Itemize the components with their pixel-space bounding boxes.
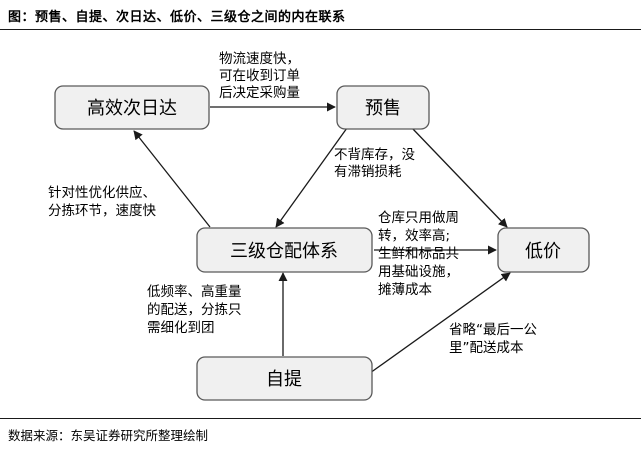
node-next-day-delivery: 高效次日达 <box>54 85 210 130</box>
node-three-tier-warehouse-label: 三级仓配体系 <box>230 241 338 262</box>
label-line: 仓库只用做周 <box>378 210 459 226</box>
label-low-frequency: 低频率、高重量 的配送，分拣只 需细化到团 <box>147 283 242 336</box>
node-next-day-delivery-label: 高效次日达 <box>87 98 177 119</box>
node-self-pickup: 自提 <box>196 356 373 401</box>
label-no-inventory: 不背库存，没 有滞销损耗 <box>334 147 415 180</box>
arrow-three-tier-to-next-day <box>133 130 211 228</box>
source-note: 数据来源：东吴证券研究所整理绘制 <box>8 428 209 443</box>
node-low-price: 低价 <box>497 227 590 273</box>
label-line: 不背库存，没 <box>334 147 415 163</box>
label-line: 的配送，分拣只 <box>147 302 242 318</box>
figure-title: 图：预售、自提、次日达、低价、三级仓之间的内在联系 <box>8 10 346 25</box>
node-presale: 预售 <box>336 85 430 130</box>
label-line: 转，效率高; <box>378 227 450 244</box>
arrow-self-pickup-to-low-price <box>369 272 511 374</box>
node-presale-label: 预售 <box>365 98 401 119</box>
bottom-rule <box>0 418 641 419</box>
node-low-price-label: 低价 <box>525 241 561 262</box>
top-rule <box>0 29 641 30</box>
label-line: 低频率、高重量 <box>147 283 242 300</box>
label-line: 里”配送成本 <box>449 340 524 356</box>
node-three-tier-warehouse: 三级仓配体系 <box>196 227 373 273</box>
label-logistics: 物流速度快， 可在收到订单 后决定采购量 <box>219 51 300 101</box>
label-line: 省略“最后一公 <box>449 322 537 338</box>
arrow-presale-to-three-tier <box>275 127 348 228</box>
label-line: 针对性优化供应、 <box>48 184 156 201</box>
label-line: 有滞销损耗 <box>334 164 402 180</box>
label-line: 后决定采购量 <box>219 85 300 101</box>
label-optimize: 针对性优化供应、 分拣环节，速度快 <box>48 184 156 219</box>
label-line: 可在收到订单 <box>219 68 300 84</box>
label-line: 摊薄成本 <box>378 282 432 298</box>
label-line: 生鲜和标品共 <box>378 246 459 262</box>
label-line: 分拣环节，速度快 <box>48 203 156 219</box>
label-warehouse: 仓库只用做周 转，效率高; 生鲜和标品共 用基础设施， 摊薄成本 <box>378 210 459 298</box>
label-line: 物流速度快， <box>219 51 300 67</box>
label-last-mile: 省略“最后一公 里”配送成本 <box>449 322 537 356</box>
label-line: 需细化到团 <box>147 320 215 336</box>
node-self-pickup-label: 自提 <box>266 369 302 390</box>
label-line: 用基础设施， <box>378 263 459 280</box>
arrow-presale-to-low-price <box>411 127 508 228</box>
